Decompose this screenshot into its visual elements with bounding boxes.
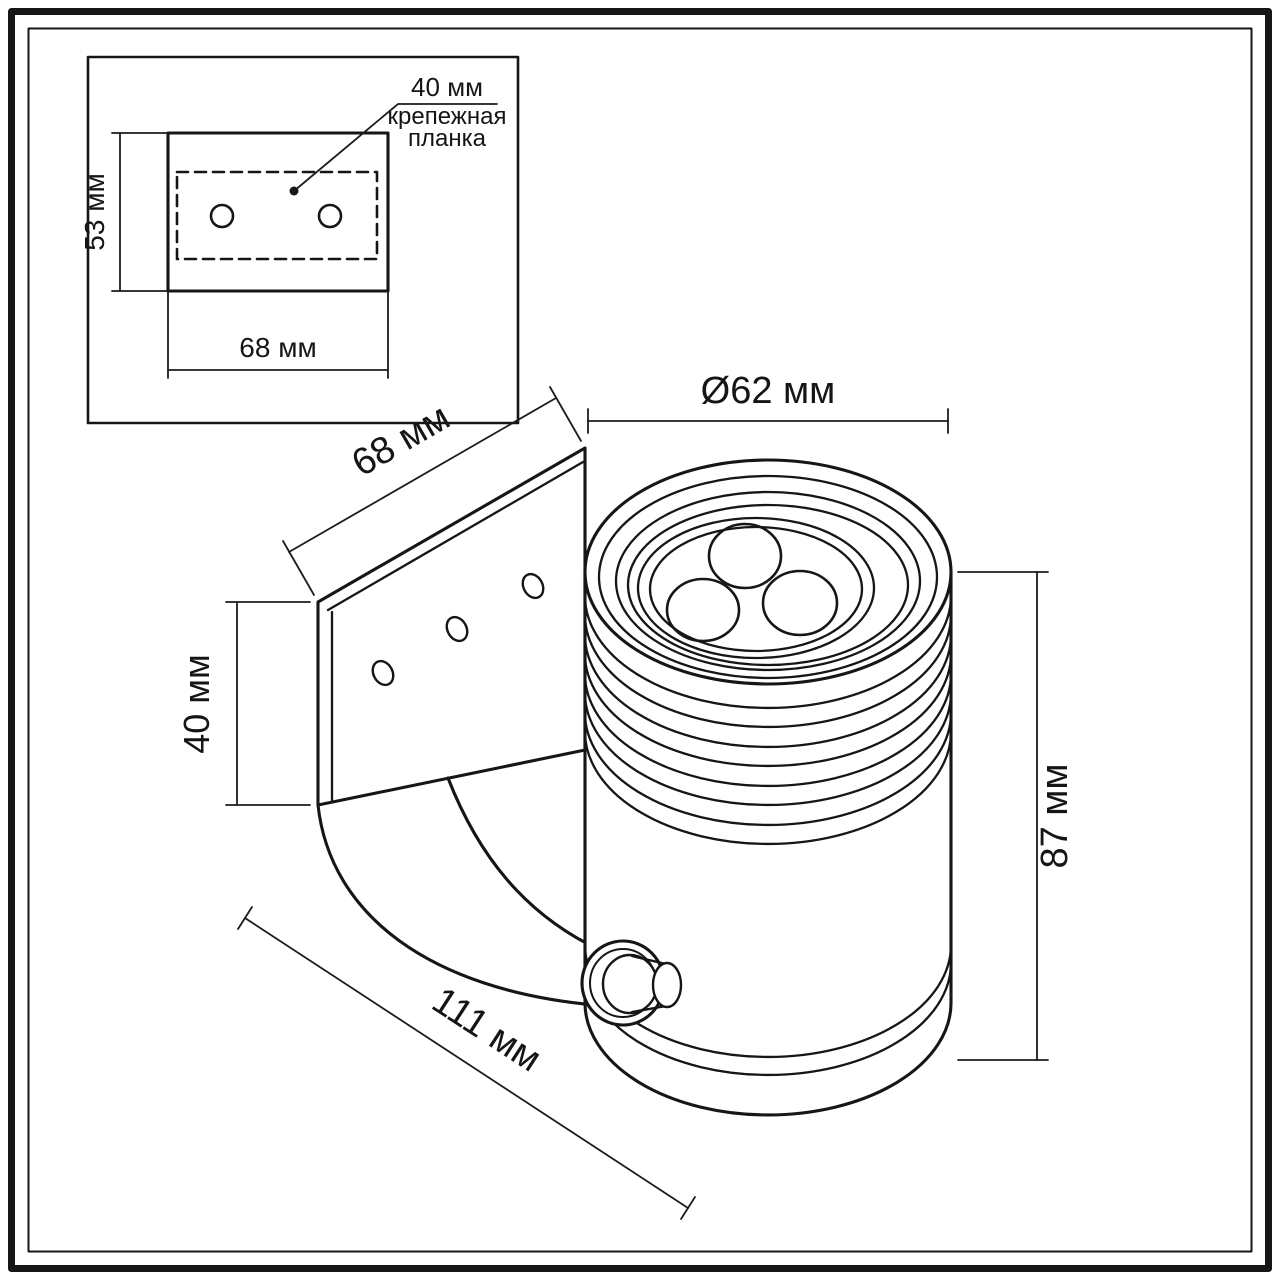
bracket-back-plate <box>316 446 587 807</box>
rim-ring-2 <box>597 474 939 680</box>
bracket-top-fold-line <box>326 460 585 612</box>
lamp-bottom-edge <box>583 1001 953 1117</box>
bracket-arm-outer-edge <box>316 803 597 1007</box>
diameter-dimension-label: Ø62 мм <box>701 370 836 412</box>
bracket-hole-3 <box>521 572 545 600</box>
callout-text-line1: крепежная <box>388 103 507 130</box>
led-lens-right <box>761 569 839 637</box>
inset-height-dimension: 53 мм <box>79 132 169 292</box>
rim-outer-ellipse <box>583 458 953 686</box>
inset-height-label: 53 мм <box>79 173 110 250</box>
pivot-knob-top-edge <box>630 954 668 966</box>
bracket-width-label: 68 мм <box>345 396 457 485</box>
spotlight-isometric-view <box>316 446 953 1117</box>
mounting-bracket <box>316 446 602 1007</box>
pivot-knob-base <box>601 953 659 1015</box>
led-lens-left <box>665 577 741 643</box>
rim-ring-3 <box>614 490 922 672</box>
page-frame <box>8 8 1272 1272</box>
bracket-arm-inner-edge <box>446 776 602 952</box>
inset-width-label: 68 мм <box>239 332 316 363</box>
diameter-dimension: Ø62 мм <box>587 370 949 434</box>
lens-plate-outer <box>636 516 876 660</box>
screw-hole-right <box>317 203 343 229</box>
mounting-bar-dashed-outline <box>175 170 379 261</box>
lens-plate-inner <box>648 525 864 653</box>
callout-size-label: 40 мм <box>411 72 483 102</box>
callout-text-line2: планка <box>408 125 487 152</box>
pivot-knob <box>580 939 683 1027</box>
mounting-bar-callout: 40 мм крепежная планка <box>289 72 507 196</box>
lamp-top-face <box>583 458 953 686</box>
bracket-hole-1 <box>371 659 395 687</box>
mounting-plate-inset: 40 мм крепежная планка 53 мм 68 мм <box>79 55 520 425</box>
screw-hole-left <box>209 203 235 229</box>
body-height-label: 87 мм <box>1034 763 1076 868</box>
cooling-ribs <box>583 594 953 846</box>
bracket-height-dimension: 40 мм <box>176 601 311 806</box>
inset-width-dimension: 68 мм <box>167 290 389 379</box>
body-height-dimension: 87 мм <box>957 571 1076 1061</box>
pivot-knob-end <box>651 961 683 1009</box>
bracket-height-label: 40 мм <box>176 654 217 754</box>
led-lens-top <box>707 522 783 590</box>
inset-border <box>86 55 520 425</box>
bracket-hole-2 <box>445 615 469 643</box>
pivot-knob-bottom-edge <box>630 1004 668 1014</box>
mounting-plate-outline <box>166 131 390 293</box>
rim-ring-4 <box>626 503 910 667</box>
